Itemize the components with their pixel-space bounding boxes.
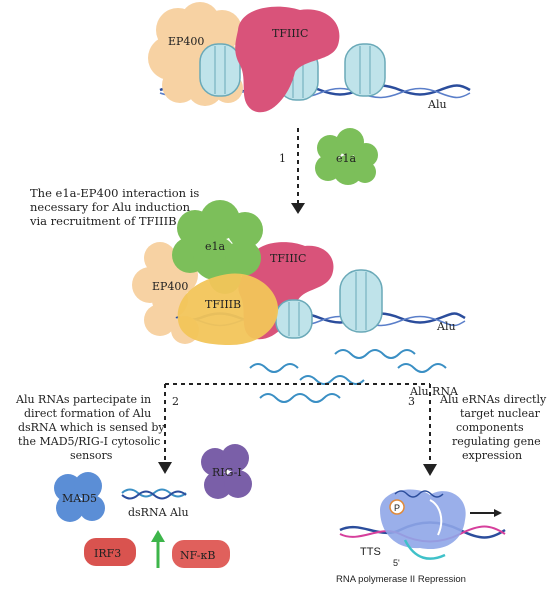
top-complex: EP400 TFIIIC Alu: [148, 2, 471, 113]
irf3-label: IRF3: [94, 547, 121, 560]
nucleosome-top-1: [199, 43, 241, 97]
rig1-protein: [201, 444, 252, 499]
note-e1a-line2: necessary for Alu induction: [30, 200, 191, 214]
pol2-repression-label: RNA polymerase II Repression: [336, 574, 466, 585]
right-note-line3: components: [456, 421, 524, 434]
alu-rna-label: Alu RNA: [409, 385, 459, 398]
nucleosome-top-3: [344, 43, 386, 97]
tfiiic-label-mid: TFIIIC: [270, 252, 306, 265]
e1a-bound-label: e1a: [205, 240, 226, 253]
left-note-line5: sensors: [70, 449, 113, 462]
step3-label: 3: [408, 395, 415, 408]
e1a-free-label: e1a: [336, 152, 357, 165]
right-note-line1: Alu eRNAs directly: [439, 393, 547, 406]
right-note-line4: regulating gene: [452, 435, 541, 448]
note-e1a-line3: via recruitment of TFIIIB: [29, 214, 177, 228]
alu-label-mid: Alu: [436, 320, 456, 333]
branch-arrow-left-head: [158, 462, 172, 474]
left-note-line2: direct formation of Alu: [24, 407, 151, 420]
mad5-label: MAD5: [62, 492, 97, 505]
middle-complex: e1a EP400 TFIIIB TFIIIC Alu: [132, 200, 466, 345]
ep400-label-top: EP400: [168, 35, 204, 48]
mad5-protein: [54, 472, 105, 522]
ep400-label-mid: EP400: [152, 280, 188, 293]
alu-label-top: Alu: [427, 98, 447, 111]
tfiiic-protein-top: [235, 6, 340, 113]
tts-label: TTS: [360, 546, 381, 558]
irf3-protein: [84, 538, 136, 566]
note-e1a-line1: The e1a-EP400 interaction is: [30, 186, 199, 200]
phospho-badge: [389, 499, 405, 515]
step2-label: 2: [172, 395, 179, 408]
tfiiib-protein: [177, 273, 279, 345]
tfiiic-label-top: TFIIIC: [272, 27, 308, 40]
nucleosome-mid-2: [339, 269, 383, 333]
tfiiib-label: TFIIIB: [205, 298, 241, 311]
left-note-line3: dsRNA which is sensed by: [18, 421, 165, 434]
step1-label: 1: [279, 152, 286, 165]
left-note-line4: the MAD5/RIG-I cytosolic: [18, 435, 160, 448]
phospho-label: P: [394, 503, 400, 513]
e1a-free-protein: [315, 128, 378, 185]
nucleosome-mid-1: [275, 299, 313, 339]
rig1-label: RIG-I: [212, 466, 242, 479]
right-note-line5: expression: [462, 449, 522, 462]
nfkb-label: NF-κB: [180, 549, 215, 562]
dsrna-alu-label: dsRNA Alu: [128, 506, 189, 519]
step1-arrow: [291, 128, 305, 214]
nfkb-protein: [172, 540, 230, 568]
branch-arrow-right-head: [423, 464, 437, 476]
branch-arrows: [164, 383, 431, 466]
five-prime-label: 5': [393, 558, 400, 568]
dsrna-helix: [121, 488, 187, 500]
left-note-line1: Alu RNAs partecipate in: [15, 393, 151, 406]
up-arrow-green: [151, 530, 165, 568]
right-note-line2: target nuclear: [460, 407, 541, 420]
